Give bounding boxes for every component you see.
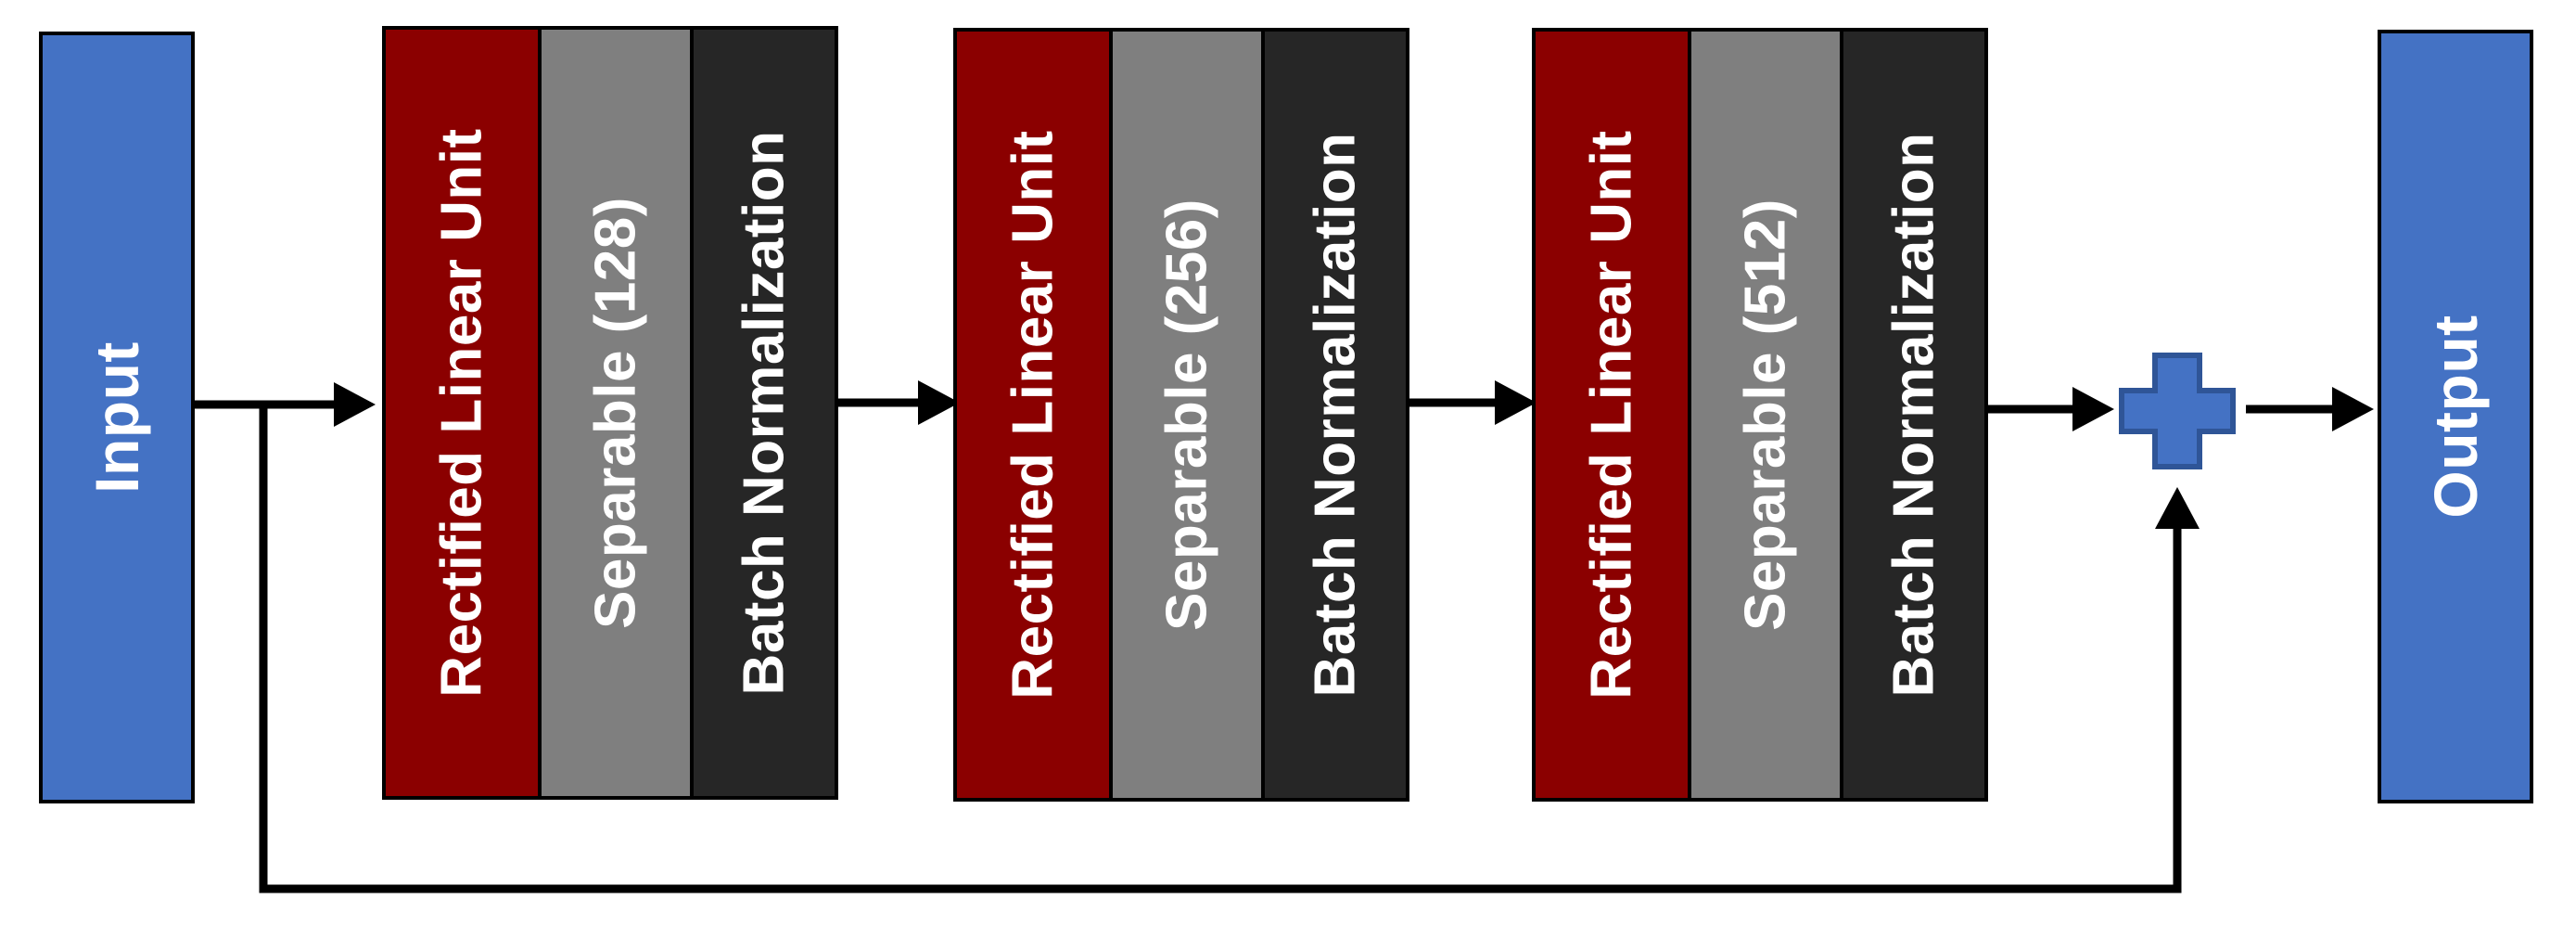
separable-label: Separable (512) — [1733, 199, 1798, 631]
arrowhead-block3-to-add — [2072, 387, 2114, 431]
output-node: Output — [2378, 30, 2533, 803]
separable-label: Separable (128) — [583, 197, 648, 629]
skip-connection-line — [259, 405, 2182, 893]
separable-conv-layer: Separable (512) — [1688, 32, 1840, 798]
batch-norm-layer: Batch Normalization — [690, 30, 835, 796]
arrowhead-block1-to-block2 — [918, 380, 960, 425]
separable-label: Separable (256) — [1154, 199, 1219, 631]
relu-layer: Rectified Linear Unit — [386, 30, 538, 796]
batchnorm-label: Batch Normalization — [1303, 132, 1368, 698]
relu-label: Rectified Linear Unit — [1001, 130, 1065, 700]
block-2: Rectified Linear Unit Separable (256) Ba… — [953, 28, 1409, 802]
plus-icon — [2119, 353, 2236, 469]
separable-conv-layer: Separable (256) — [1109, 32, 1261, 798]
input-node: Input — [39, 32, 195, 803]
block-1: Rectified Linear Unit Separable (128) Ba… — [382, 26, 838, 800]
relu-layer: Rectified Linear Unit — [957, 32, 1109, 798]
batch-norm-layer: Batch Normalization — [1261, 32, 1406, 798]
arrowhead-input-to-block1 — [334, 382, 376, 427]
batch-norm-layer: Batch Normalization — [1840, 32, 1984, 798]
relu-layer: Rectified Linear Unit — [1536, 32, 1688, 798]
output-label: Output — [2421, 315, 2490, 519]
batchnorm-label: Batch Normalization — [732, 130, 797, 696]
input-label: Input — [83, 341, 151, 494]
arrowhead-block2-to-block3 — [1495, 380, 1537, 425]
relu-label: Rectified Linear Unit — [1579, 130, 1644, 700]
arrowhead-skip-to-add — [2155, 487, 2200, 529]
arrowhead-add-to-output — [2332, 387, 2374, 431]
batchnorm-label: Batch Normalization — [1881, 132, 1946, 698]
block-3: Rectified Linear Unit Separable (512) Ba… — [1532, 28, 1988, 802]
separable-conv-layer: Separable (128) — [538, 30, 690, 796]
relu-label: Rectified Linear Unit — [429, 128, 494, 698]
